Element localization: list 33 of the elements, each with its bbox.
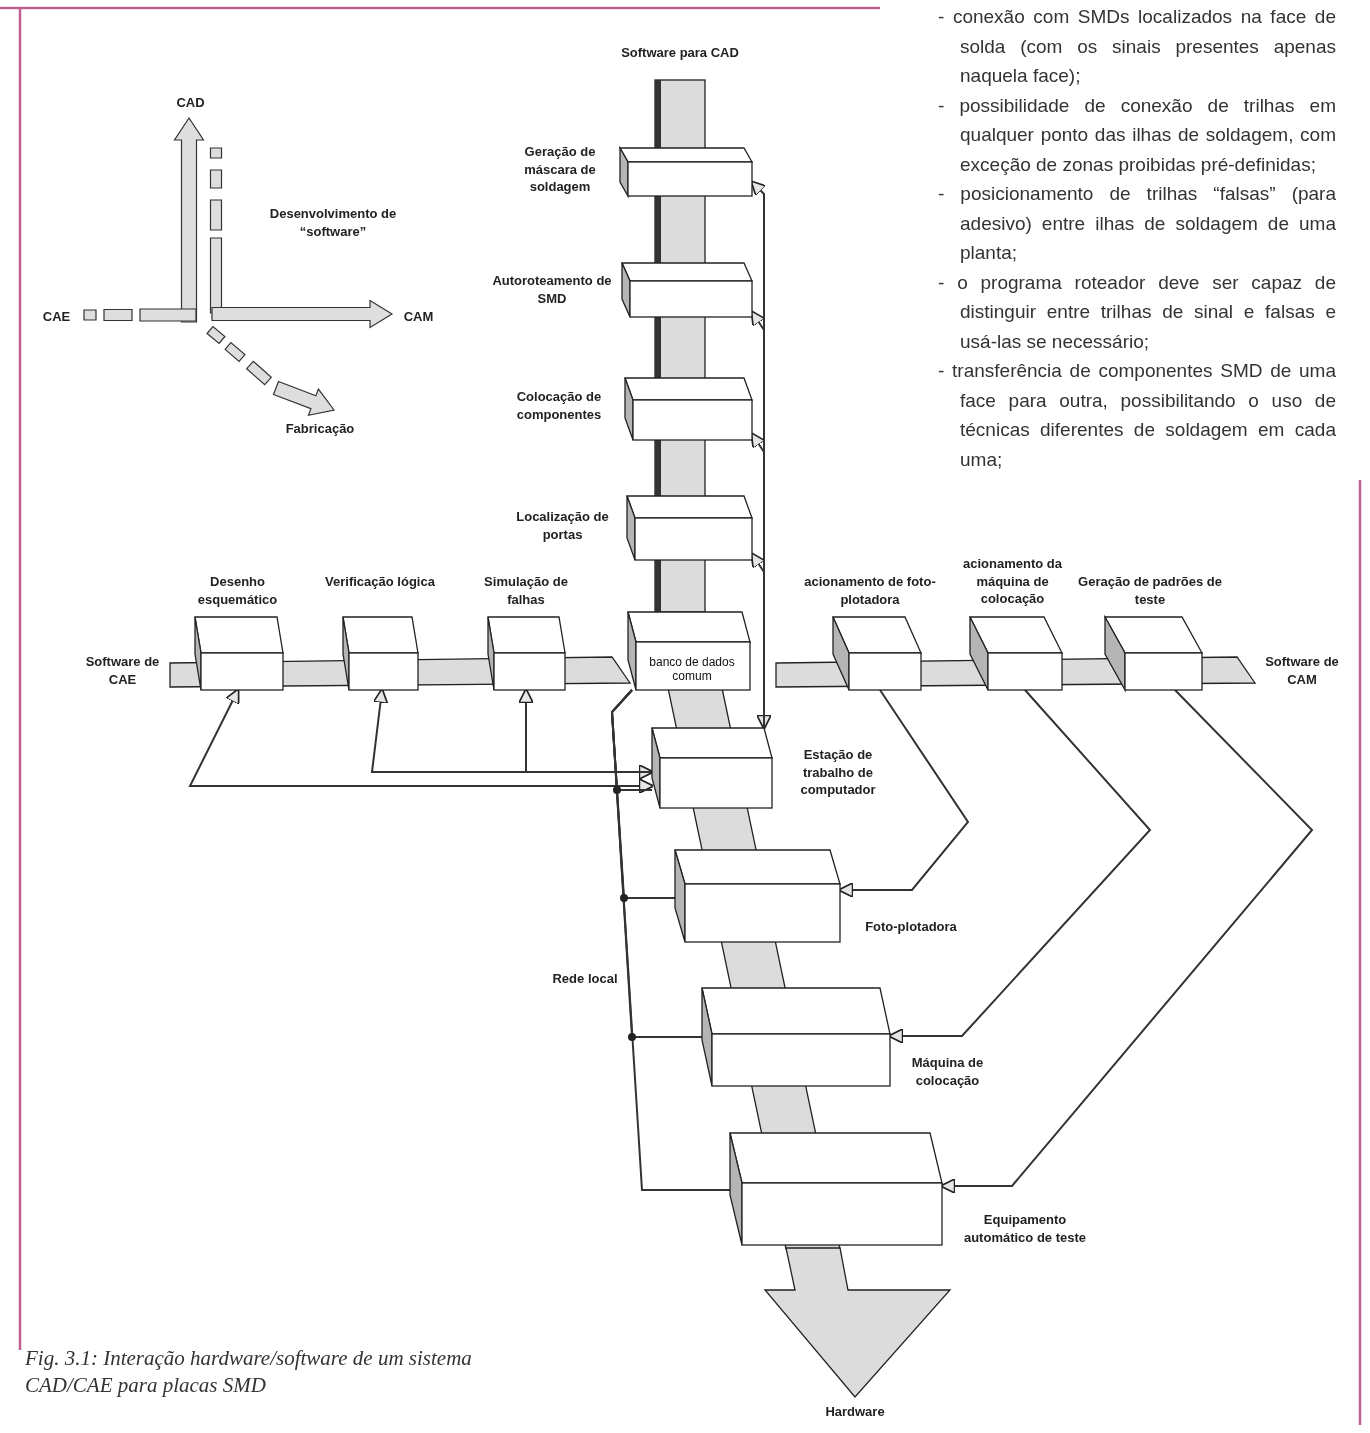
block-label: acionamento da máquina de colocação [962, 555, 1063, 608]
block-label: Equipamento automático de teste [962, 1211, 1088, 1247]
list-item-text: - transferência de componentes SMD de uma face para outra, possibilitando o uso de técnicas diferentes de soldagem em cada uma; [938, 359, 1336, 472]
block-label: Colocação de componentes [515, 388, 603, 424]
axis-label: CAM [402, 308, 435, 326]
block-label: Localização de portas [515, 508, 610, 544]
block-label: Estação de trabalho de computador [799, 746, 877, 799]
list-item-text: - o programa roteador deve ser capaz de distinguir entre trilhas de sinal e falsas e usá-las se necessário; [938, 270, 1336, 354]
band-label: Software para CAD [620, 44, 740, 62]
block-label: Autoroteamento de SMD [491, 272, 613, 308]
caption: Fig. 3.1: Interação hardware/software de um sistema CAD/CAE para placas SMD [25, 1345, 473, 1399]
block-label: Verificação lógica [325, 573, 435, 591]
axis-label: Fabricação [284, 420, 356, 438]
network-label: Rede local [551, 970, 619, 988]
axis-label: CAE [41, 308, 72, 326]
block-label: Foto-plotadora [864, 918, 958, 936]
block-label: Geração de máscara de soldagem [523, 143, 597, 196]
list-item-text: - conexão com SMDs localizados na face de solda (com os sinais presentes apenas naquela face); [938, 5, 1336, 88]
axis-label: Desenvolvimento de “software” [268, 205, 398, 241]
band-label: Hardware [824, 1403, 886, 1421]
block-label: Desenho esquemático [196, 573, 279, 609]
block-label: Simulação de falhas [483, 573, 569, 609]
block-label: banco de dados comum [648, 655, 736, 684]
block-label: Máquina de colocação [910, 1054, 985, 1090]
arrow [750, 180, 772, 731]
axis-label: CAD [175, 94, 206, 112]
block-label: acionamento de foto-plotadora [803, 573, 937, 609]
list-item-text: - posicionamento de trilhas “falsas” (para adesivo) entre ilhas de soldagem de uma planta; [938, 182, 1336, 265]
list-item-text: - possibilidade de conexão de trilhas em qualquer ponto das ilhas de soldagem, com exceção de zonas proibidas pré-definidas; [938, 93, 1336, 177]
band-label: Software de CAM [1264, 653, 1340, 689]
block-label: Geração de padrões de teste [1077, 573, 1223, 609]
network-line [610, 689, 731, 1191]
band-label: Software de CAE [84, 653, 161, 689]
